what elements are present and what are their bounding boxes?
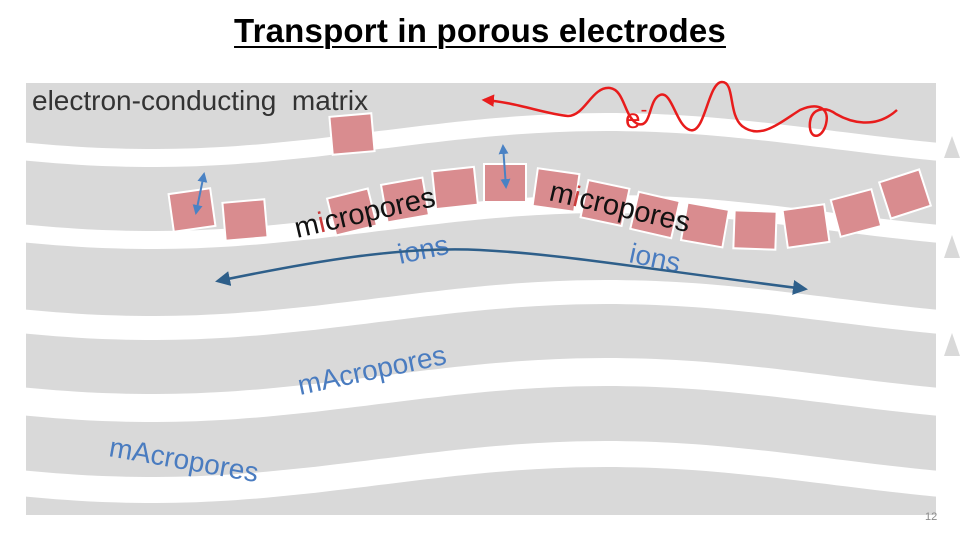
micropore-square (829, 187, 883, 239)
macropore-channel (26, 441, 936, 503)
macropore-channel (26, 113, 936, 167)
micropore-square (221, 198, 269, 242)
micropore-square (781, 203, 831, 249)
micropore-square (328, 112, 376, 156)
edge-arrow-low (944, 333, 960, 356)
micropore-square (877, 168, 933, 220)
electron-path (481, 80, 898, 137)
micropore-arrow-left (192, 172, 208, 215)
micropore-square (531, 167, 581, 213)
slide-number: 12 (925, 511, 938, 523)
ion-transport-arrow (215, 248, 808, 295)
edge-arrow-mid (944, 235, 960, 258)
micropore-square (325, 187, 379, 237)
micropore-square (167, 187, 217, 233)
macropore-channels (26, 113, 936, 503)
micropore-square (732, 209, 778, 251)
micropore-square (629, 190, 681, 240)
edge-arrow-top (944, 136, 960, 158)
micropore-square (579, 178, 631, 228)
macropore-channel (26, 280, 936, 340)
macropore-channel (26, 358, 936, 422)
micropore-arrow-center (498, 144, 511, 189)
electron-label: e- (625, 99, 647, 134)
slide-title: Transport in porous electrodes (234, 12, 726, 49)
micropore-square (379, 176, 431, 224)
matrix-label: electron-conducting matrix (32, 85, 368, 116)
micropore-square (679, 201, 731, 249)
micropore-square (431, 165, 479, 211)
